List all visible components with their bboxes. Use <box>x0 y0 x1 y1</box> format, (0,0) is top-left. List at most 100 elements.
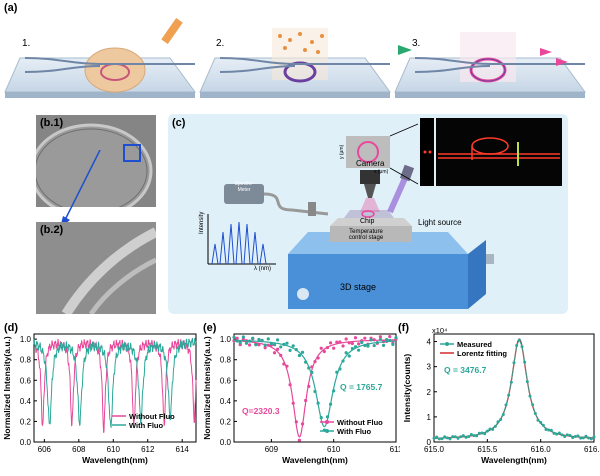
data-point <box>357 342 361 346</box>
x-tick-label: 608 <box>72 445 86 454</box>
step-2-label: 2. <box>216 38 225 49</box>
chart-e: 6096106110.00.20.40.60.81.0Wavelength(nm… <box>202 333 400 465</box>
x-tick-label: 616.5 <box>584 445 600 454</box>
data-point <box>282 362 286 366</box>
x-axis-label: Wavelength(nm) <box>481 455 547 465</box>
data-point <box>388 334 392 339</box>
step-1-label: 1. <box>22 38 31 49</box>
x-tick-label: 606 <box>38 445 52 454</box>
data-point <box>304 360 308 364</box>
y-tick-label: 0.6 <box>20 376 32 385</box>
plot-frame <box>433 333 595 443</box>
legend-label: Measured <box>457 340 492 349</box>
data-point <box>276 347 280 351</box>
step-3-label: 3. <box>412 38 421 49</box>
data-point <box>235 339 239 343</box>
y-tick-label: 1.0 <box>20 335 32 344</box>
y-axis-unit: x10⁴ <box>432 326 447 335</box>
data-point <box>247 343 252 347</box>
data-point <box>291 344 295 348</box>
chart-f: 615.0615.5616.0616.501234Wavelength(nm)I… <box>402 326 600 465</box>
data-point <box>241 335 245 339</box>
legend-label: With Fluo <box>129 421 164 430</box>
data-point <box>285 341 289 345</box>
data-point <box>232 335 236 339</box>
data-point <box>257 343 261 347</box>
zoom-arrow <box>60 150 101 228</box>
data-point <box>341 359 345 363</box>
measured-line <box>433 339 595 440</box>
data-point <box>332 389 336 393</box>
series-line-with-fluo <box>33 337 197 429</box>
data-point <box>319 346 323 350</box>
intensity-axis-label: Intensity <box>199 211 205 234</box>
data-point <box>332 346 336 350</box>
y-axis-label: y (μm) <box>339 144 345 159</box>
x-tick-label: 610 <box>327 445 341 454</box>
y-tick-label: 0.0 <box>220 438 232 447</box>
y-tick-label: 0.0 <box>20 438 32 447</box>
data-point <box>347 354 351 358</box>
data-point <box>307 366 311 370</box>
data-point <box>300 422 305 426</box>
data-point <box>294 420 298 424</box>
data-point <box>372 338 376 342</box>
data-point <box>313 389 317 394</box>
data-point <box>353 336 358 340</box>
data-point <box>381 343 386 348</box>
data-point <box>325 415 330 419</box>
micrograph-b1 <box>36 115 156 207</box>
x-tick-label: 616.0 <box>531 445 552 454</box>
q-annotation: Q = 3476.7 <box>444 365 487 375</box>
data-point <box>335 370 339 374</box>
legend-marker <box>325 429 329 433</box>
data-point <box>266 337 270 341</box>
data-point <box>263 343 267 347</box>
legend-label: Without Fluo <box>337 418 383 427</box>
data-point <box>341 344 345 348</box>
data-point <box>313 359 317 364</box>
data-point <box>254 343 258 347</box>
step2-chip <box>199 28 391 98</box>
y-tick-label: 0.8 <box>220 356 232 365</box>
y-tick-label: 1 <box>427 413 432 422</box>
data-point <box>251 336 255 340</box>
panel-a-illustration <box>4 18 586 98</box>
data-point <box>378 337 383 342</box>
data-point <box>288 348 292 352</box>
3d-stage-label: 3D stage <box>340 282 377 292</box>
x-axis-label: Wavelength(nm) <box>282 455 348 465</box>
panel-c-label: (c) <box>172 117 186 129</box>
camera-label: Camera <box>356 159 385 168</box>
data-point <box>310 365 314 369</box>
x-axis-label: Wavelength(nm) <box>82 455 148 465</box>
y-tick-label: 0.8 <box>20 356 32 365</box>
lambda-axis-label: λ (nm) <box>254 266 271 272</box>
data-point <box>325 346 330 350</box>
panel-b1-label: (b.1) <box>40 117 64 129</box>
data-point <box>369 338 373 342</box>
data-point <box>260 338 264 343</box>
data-point <box>316 356 320 360</box>
setup-illustration <box>207 118 562 309</box>
x-axis-label: x (μm) <box>374 169 389 175</box>
data-point <box>328 341 333 345</box>
data-point <box>350 346 354 351</box>
data-point <box>319 416 323 420</box>
data-point <box>391 342 395 346</box>
data-point <box>263 346 267 350</box>
data-point <box>291 401 295 405</box>
data-point <box>272 343 277 347</box>
x-tick-label: 612 <box>141 445 155 454</box>
data-point <box>307 384 311 388</box>
data-point <box>279 353 283 357</box>
data-point <box>363 336 367 340</box>
data-point <box>285 364 289 368</box>
y-tick-label: 0.6 <box>220 376 232 385</box>
step1-chip <box>4 18 196 98</box>
data-point <box>247 339 252 343</box>
data-point <box>316 401 320 405</box>
chip-label: Chip <box>360 218 375 225</box>
data-point <box>266 343 270 347</box>
